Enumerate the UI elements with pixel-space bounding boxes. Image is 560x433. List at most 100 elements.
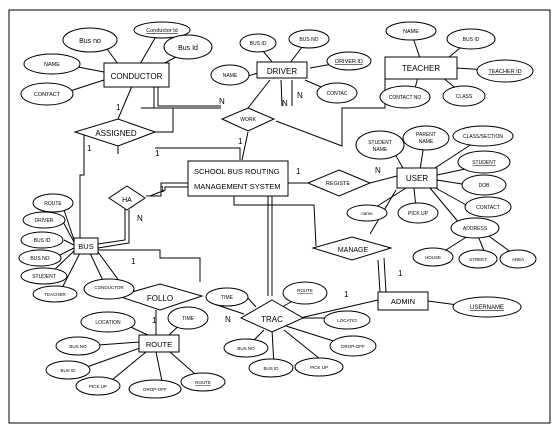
attr-track-pick-up: PICK UP: [310, 365, 328, 370]
attr-track-bus-no: BUS NO: [237, 346, 255, 351]
attr-user-class-section: CLASS/SECTION: [463, 134, 503, 140]
attr-conductor-contact: CONTACT: [34, 92, 61, 98]
relationship-assigned: ASSIGNED: [73, 118, 157, 147]
attr-track-bus-id: BUS ID: [263, 366, 279, 371]
card-n-reg-user: N: [375, 166, 381, 175]
relationship-manage-label: MANAGE: [338, 247, 369, 254]
attr-bus-driver: DRIVER: [35, 218, 54, 224]
attr-route-bus-id: BUS ID: [60, 368, 76, 373]
card-one-follow-route: 1: [152, 316, 157, 325]
entity-conductor: CONDUCTOR: [103, 62, 170, 88]
card-n-track: N: [225, 315, 231, 324]
entity-driver: DRIVER: [256, 61, 308, 79]
attr-driver-bus-no: BUS NO: [299, 37, 318, 43]
entity-admin-label: ADMIN: [391, 297, 415, 306]
attr-route-pick-up: PICK UP: [89, 384, 107, 389]
attr-driver-id: DRIVER ID: [335, 59, 363, 65]
relationship-assigned-label: ASSIGNED: [95, 129, 137, 138]
attr-conductor-bus-no: Bus no: [79, 38, 101, 45]
relationship-has-label: HA: [122, 197, 132, 204]
relationship-register: REGISTE: [306, 169, 372, 197]
card-n-work: N: [282, 99, 288, 108]
entity-school-bus-system: SCHOOL BUS ROUTING MANAGEMENT SYSTEM: [187, 160, 289, 197]
relationship-track-label: TRAC: [261, 315, 283, 324]
attr-bus-route: ROUTE: [44, 201, 62, 207]
attr-route-drop-off: DROP-OFF: [143, 387, 167, 392]
attr-user-address: ADDRESS: [463, 226, 488, 232]
attr-track-drop-off: DROP-OFF: [341, 344, 365, 349]
relationship-has: HA: [108, 185, 146, 211]
relationship-follow-label: FOLLO: [147, 294, 173, 303]
attr-user-street: STREET: [469, 257, 487, 262]
attr-conductor-bus-id: Bus Id: [178, 45, 198, 52]
card-n-driver-work: N: [219, 97, 225, 106]
entity-conductor-label: CONDUCTOR: [111, 72, 163, 81]
entity-teacher: TEACHER: [384, 56, 458, 80]
attr-user-dob: DOB: [479, 183, 491, 189]
attr-route-time: TIME: [182, 316, 195, 322]
attr-driver-contact: CONTAC: [327, 91, 348, 97]
card-one-conductor: 1: [116, 103, 121, 112]
attr-user-student: STUDENT: [472, 160, 496, 166]
card-one-manage-admin: 1: [398, 269, 403, 278]
attr-user-name: name: [361, 211, 373, 216]
attr-driver-bus-id: BUS ID: [250, 41, 267, 47]
attr-admin-username: USERNAME: [470, 305, 504, 311]
card-one-assigned-right: 1: [155, 149, 160, 158]
cardinality-labels: N N N 1 1 1 1 1 N 1 N 1 1 N 1 1: [87, 91, 403, 325]
entity-teacher-label: TEACHER: [402, 64, 440, 73]
attr-user-student-name-l1: STUDENT: [368, 140, 392, 146]
attr-bus-teacher: TEACHER: [44, 292, 66, 297]
attr-user-house: HOUSE: [425, 255, 441, 260]
diagram-border: [8, 9, 551, 424]
attribute-ellipses: [18, 21, 537, 399]
entity-bus-label: BUS: [78, 242, 93, 251]
card-n-driver: N: [297, 91, 303, 100]
card-one-bus-follow: 1: [131, 257, 136, 266]
attr-user-parent-name-l2: NAME: [419, 139, 434, 145]
relationship-work-label: WORK: [240, 117, 256, 123]
system-title-line2: MANAGEMENT SYSTEM: [194, 182, 281, 191]
attr-teacher-id: TEACHER ID: [488, 69, 521, 75]
entity-route-label: ROUTE: [146, 340, 172, 349]
attr-user-area: AREA: [512, 257, 524, 262]
attr-track-location: LOCATIO: [337, 318, 357, 323]
attr-conductor-id: Conductor Id: [146, 28, 178, 34]
system-title-line1: SCHOOL BUS ROUTING: [194, 167, 280, 176]
relationship-register-label: REGISTE: [326, 181, 350, 187]
attr-user-parent-name-l1: PARENT: [416, 132, 436, 138]
attr-track-time: TIME: [221, 295, 234, 301]
attr-teacher-name: NAME: [403, 29, 419, 35]
attr-conductor-name: NAME: [44, 62, 60, 68]
relationship-track: TRAC: [239, 299, 305, 333]
attr-bus-bus-id: BUS ID: [34, 238, 51, 244]
card-one-system-reg: 1: [296, 167, 301, 176]
card-one-assigned-left: 1: [87, 144, 92, 153]
attr-user-contact: CONTACT: [476, 205, 500, 211]
attr-driver-name: NAME: [223, 73, 238, 79]
attr-bus-student: STUDENT: [32, 274, 56, 280]
attr-route-location: LOCATION: [95, 320, 121, 326]
card-one-admin-track: 1: [344, 290, 349, 299]
entity-user: USER: [396, 167, 438, 189]
card-n-has: N: [137, 214, 143, 223]
attr-route-route: ROUTE: [195, 380, 211, 385]
attr-teacher-contact-no: CONTACT NO: [389, 95, 422, 101]
card-one-system-work: 1: [238, 137, 243, 146]
relationship-manage: MANAGE: [311, 236, 393, 261]
entity-bus: BUS: [73, 237, 99, 255]
attr-user-student-name-l2: NAME: [373, 147, 388, 153]
entity-user-label: USER: [406, 174, 428, 183]
attr-track-route: ROUTE: [297, 288, 313, 293]
attr-bus-conductor: CONDUCTOR: [94, 285, 124, 290]
attr-user-pick-up: PICK UP: [408, 211, 429, 217]
attr-bus-bus-no: BUS NO: [30, 256, 49, 262]
entity-route: ROUTE: [138, 334, 180, 353]
relationship-work: WORK: [220, 107, 276, 132]
attr-teacher-class: CLASS: [456, 94, 473, 100]
entity-driver-label: DRIVER: [267, 67, 297, 76]
attribute-labels: Bus no Conductor Id Bus Id NAME CONTACT …: [30, 28, 524, 392]
entity-admin: ADMIN: [377, 291, 429, 311]
attr-route-bus-no: BUS NO: [69, 344, 87, 349]
